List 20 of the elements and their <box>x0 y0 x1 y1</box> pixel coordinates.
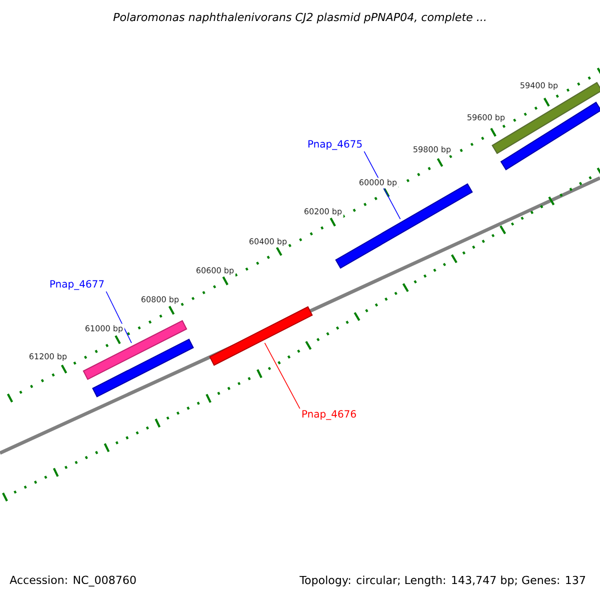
info-text: Accession: NC_008760 <box>10 576 136 587</box>
tick-label: 60800 bp <box>140 294 180 306</box>
gene-label: Pnap_4675 <box>308 140 362 150</box>
tick-label: 60400 bp <box>248 236 288 248</box>
title: Polaromonas naphthalenivorans CJ2 plasmid pPNAP04, complete ... <box>113 12 486 24</box>
tick-label: 60000 bp <box>358 178 398 188</box>
leader-line <box>106 291 132 344</box>
tick-label: 60600 bp <box>194 266 236 276</box>
gene-label: Pnap_4676 <box>302 410 356 420</box>
gene-label: Pnap_4677 <box>50 280 104 290</box>
leader-line <box>264 342 300 409</box>
tick-label: 61200 bp <box>28 352 68 362</box>
tick-label: 59800 bp <box>412 144 452 156</box>
info-text: Topology: circular; Length: 143,747 bp; Genes: 137 <box>300 576 586 586</box>
gene-bar <box>209 306 313 366</box>
gene-bar <box>92 338 194 398</box>
tick-label: 61000 bp <box>84 324 124 334</box>
tick-label: 59600 bp <box>466 112 506 124</box>
tick-label: 60200 bp <box>302 206 344 218</box>
tick-label: 59400 bp <box>518 80 560 92</box>
